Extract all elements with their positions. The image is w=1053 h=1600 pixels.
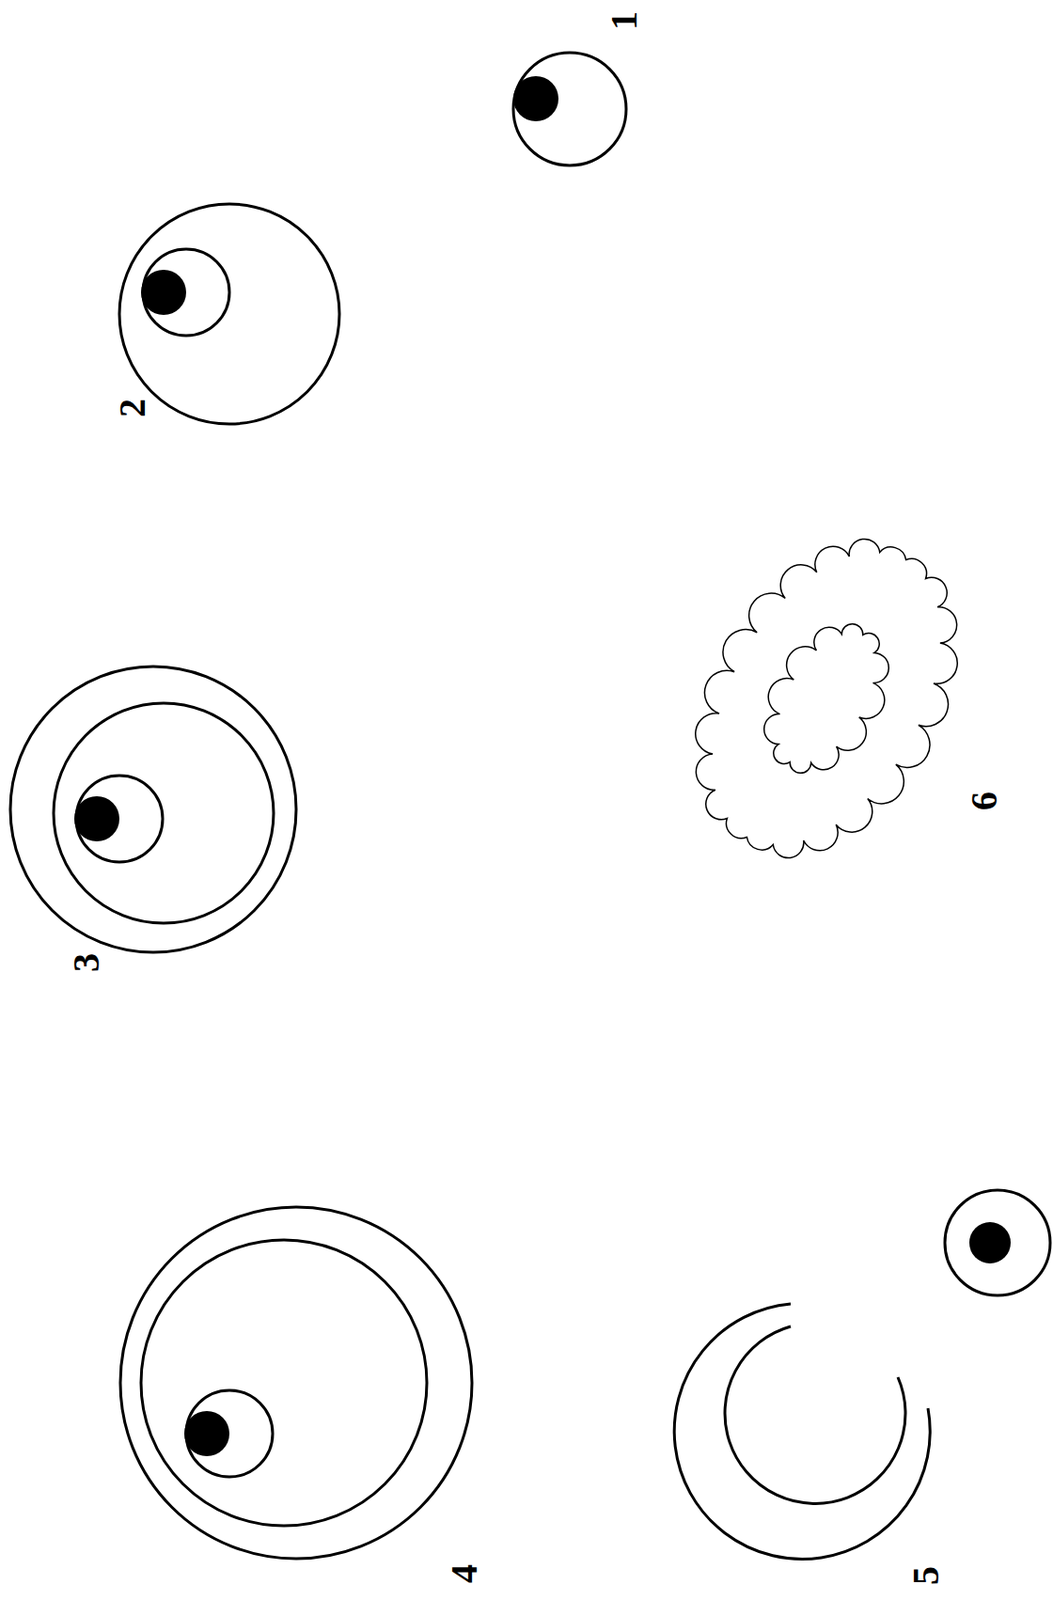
- callout-number: 1: [605, 11, 644, 31]
- cell-outline: [119, 204, 340, 425]
- cell-outline: [513, 52, 627, 166]
- nucleus-dot: [141, 269, 187, 315]
- cell-outline: [120, 1207, 472, 1559]
- callout-number: 5: [907, 1566, 945, 1586]
- crescent-outline: [724, 1326, 906, 1504]
- cluster-outline: [695, 538, 958, 858]
- cell-outline: [141, 1240, 427, 1526]
- nucleus-dot: [74, 796, 120, 842]
- nucleus-dot: [184, 1411, 230, 1457]
- nucleus-dot: [513, 76, 559, 122]
- cell-outline: [944, 1190, 1051, 1296]
- callout-number: 3: [67, 953, 106, 973]
- cell-outline: [53, 703, 274, 924]
- cluster-outline: [764, 624, 890, 774]
- callout-number: 2: [113, 398, 152, 418]
- crescent-outline: [674, 1304, 930, 1559]
- callout-number: 6: [965, 791, 1004, 811]
- callout-number: 4: [445, 1564, 484, 1584]
- cell-outline: [10, 666, 297, 953]
- nucleus-dot: [969, 1222, 1011, 1264]
